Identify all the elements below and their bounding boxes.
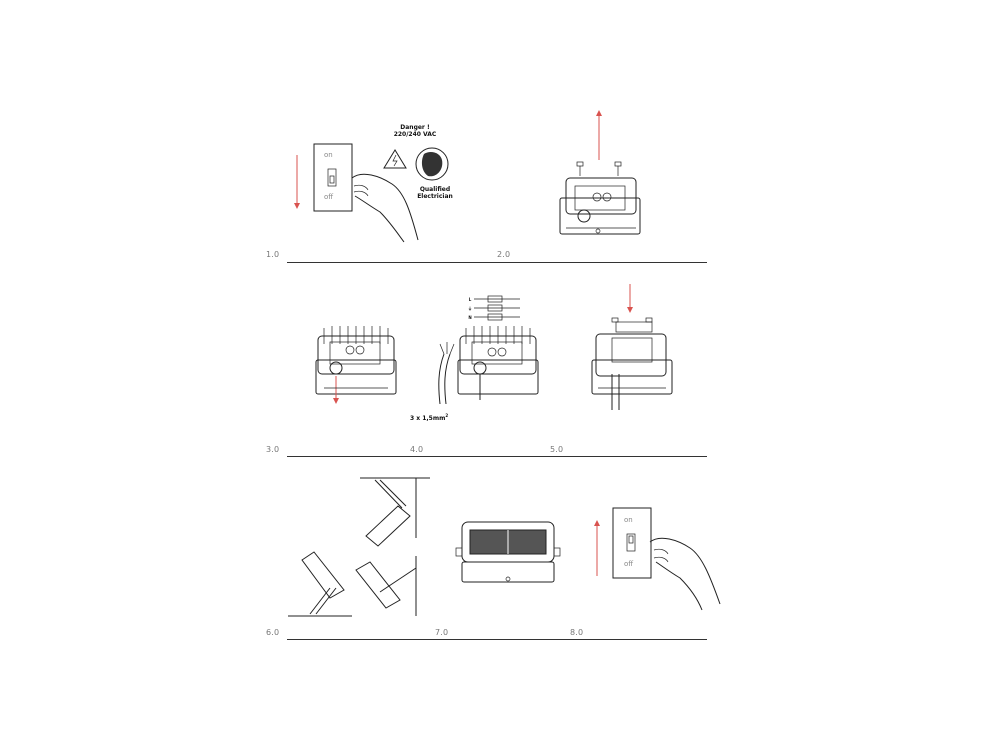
switch-on-label-1: on [324, 151, 333, 159]
qualified-electrician-label: Qualified Electrician [417, 186, 453, 200]
step3-remove-gland [315, 326, 397, 404]
cable-spec-label: 3 x 1,5mm2 [410, 413, 449, 422]
switch-off-label-1: off [324, 193, 334, 201]
terminal-l-label: L [468, 297, 472, 302]
step5-close-cover [591, 284, 673, 410]
step4-wiring [438, 295, 539, 405]
step2-open-cover [559, 110, 641, 235]
step-number-2: 2.0 [497, 250, 511, 259]
hand-1 [351, 173, 419, 241]
step1-switch-off [294, 143, 449, 243]
wall-switch-plate-1 [313, 143, 353, 212]
terminal-n-label: N [468, 315, 472, 320]
row-divider-3 [287, 639, 707, 640]
step-number-7: 7.0 [435, 628, 449, 637]
step-number-3: 3.0 [266, 445, 280, 454]
step6-mounting [288, 477, 430, 617]
step-number-8: 8.0 [570, 628, 584, 637]
warning-triangle-icon [383, 149, 407, 169]
step-number-4: 4.0 [410, 445, 424, 454]
switch-on-label-8: on [624, 516, 633, 524]
step7-floodlight [455, 521, 561, 583]
step-number-5: 5.0 [550, 445, 564, 454]
toggle-1 [327, 168, 337, 187]
danger-label: Danger ! 220/240 VAC [393, 124, 437, 138]
terminal-e-label: ⏚ [468, 306, 472, 311]
electrician-icon [415, 147, 449, 181]
row-divider-2 [287, 456, 707, 457]
wall-switch-plate-8 [612, 507, 652, 579]
row-divider-1 [287, 262, 707, 263]
step-number-1: 1.0 [266, 250, 280, 259]
switch-off-label-8: off [624, 560, 634, 568]
step8-switch-on [594, 507, 721, 611]
step-number-6: 6.0 [266, 628, 280, 637]
cable [438, 353, 445, 405]
